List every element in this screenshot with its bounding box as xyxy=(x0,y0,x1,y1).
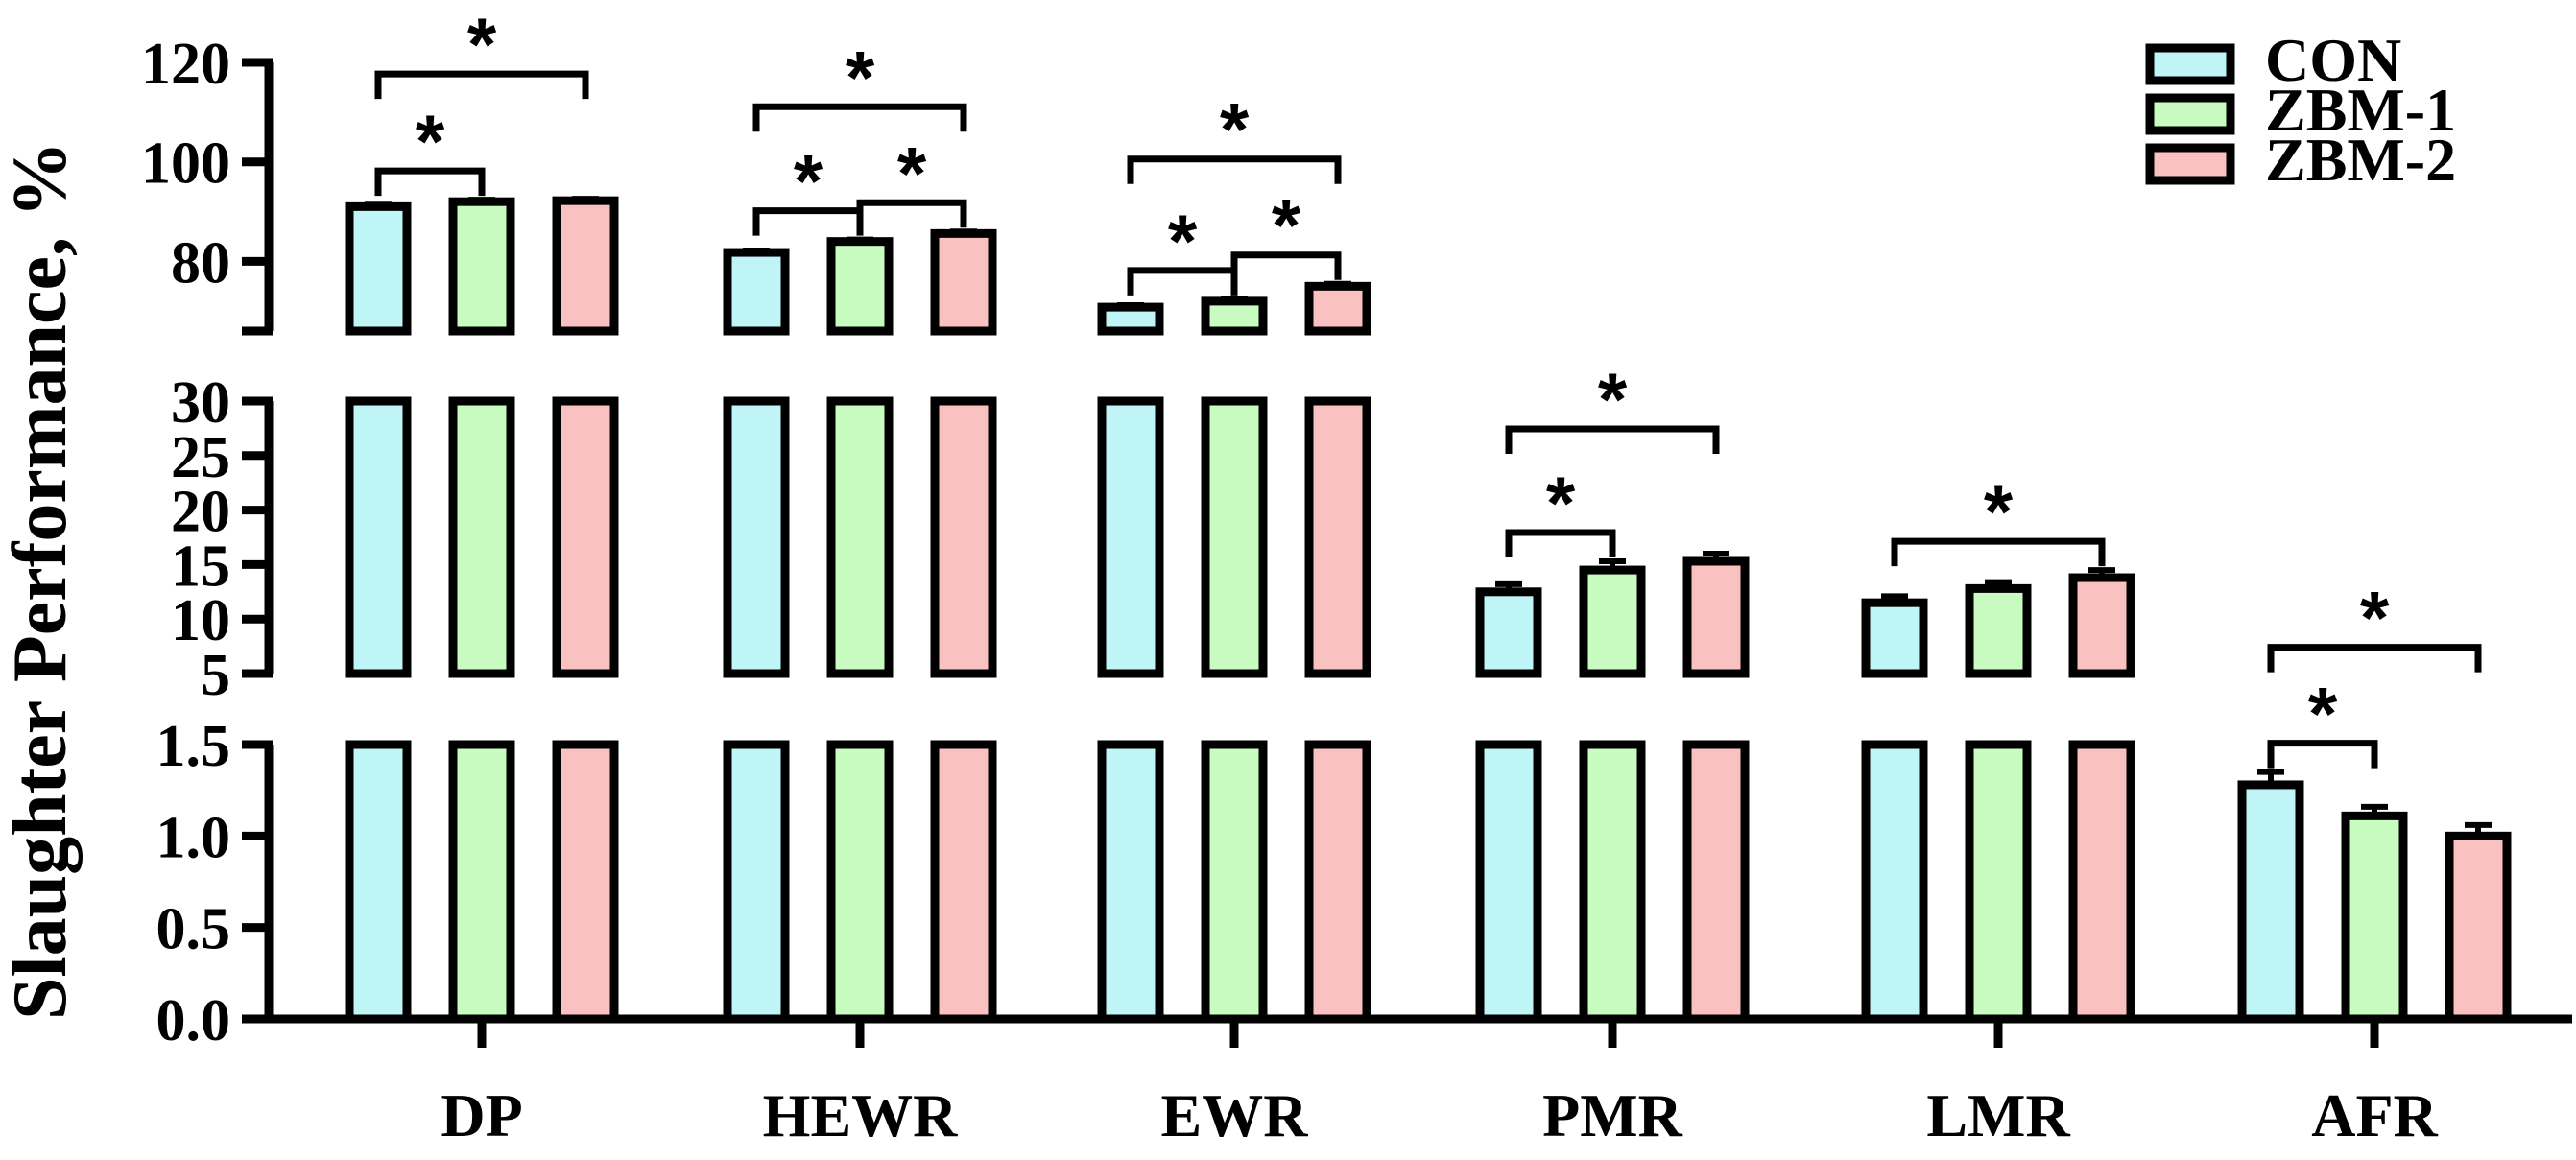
legend-swatch-zbm-1 xyxy=(2145,93,2235,135)
y-tick-label: 120 xyxy=(141,32,230,97)
bars xyxy=(345,196,2512,1024)
significance-bracket xyxy=(2267,740,2378,769)
y-tick-label: 20 xyxy=(171,480,230,545)
bar-zbm-1-hewr xyxy=(826,396,894,678)
significance-star: * xyxy=(467,2,497,86)
bar-con-lmr xyxy=(1861,740,1928,1024)
y-tick-label: 1.0 xyxy=(156,805,231,870)
bar-zbm-1-hewr xyxy=(826,237,894,336)
significance-star: * xyxy=(1598,357,1628,441)
bar-zbm-1-pmr xyxy=(1579,740,1646,1024)
significance-brackets: * * * * * * * * * * * * * xyxy=(374,2,2482,769)
bar-zbm-1-lmr xyxy=(1965,583,2032,678)
bar-con-pmr xyxy=(1475,587,1542,678)
bar-zbm-2-lmr xyxy=(2068,573,2135,678)
bar-zbm-2-lmr xyxy=(2068,740,2135,1024)
bar-zbm-2-dp xyxy=(552,396,619,678)
bar-con-hewr xyxy=(723,248,790,336)
bar-con-ewr xyxy=(1097,740,1164,1024)
x-category-label: PMR xyxy=(1542,1081,1683,1149)
bar-zbm-2-pmr xyxy=(1682,740,1750,1024)
significance-bracket xyxy=(2267,644,2482,673)
significance-bracket xyxy=(1230,251,1342,280)
bar-con-hewr xyxy=(723,740,790,1024)
bar-zbm-2-hewr xyxy=(930,228,997,336)
y-tick-label: 0.5 xyxy=(156,897,231,962)
legend-label-con: CON xyxy=(2265,26,2401,94)
bar-con-dp xyxy=(345,201,412,336)
bar-con-dp xyxy=(345,740,412,1024)
significance-bracket xyxy=(374,70,589,100)
y-tick-label: 15 xyxy=(171,533,230,599)
y-tick-label: 80 xyxy=(171,230,230,296)
x-category-label: HEWR xyxy=(763,1081,958,1149)
significance-bracket xyxy=(1505,529,1616,557)
legend-label-zbm-2: ZBM-2 xyxy=(2265,126,2456,194)
bar-con-ewr xyxy=(1097,302,1164,336)
significance-star: * xyxy=(1984,469,2014,554)
bar-zbm-1-ewr xyxy=(1201,740,1268,1024)
bar-zbm-1-dp xyxy=(448,197,515,336)
bar-zbm-1-ewr xyxy=(1201,396,1268,678)
significance-bracket xyxy=(752,103,967,132)
bar-zbm-1-afr xyxy=(2341,811,2408,1024)
bar-zbm-2-ewr xyxy=(1304,281,1371,336)
significance-bracket xyxy=(1127,155,1342,184)
significance-star: * xyxy=(846,35,875,119)
significance-bracket xyxy=(1891,537,2106,567)
significance-star: * xyxy=(1272,183,1301,268)
bar-zbm-2-afr xyxy=(2445,831,2512,1024)
y-tick-label: 1.5 xyxy=(156,714,231,779)
x-category-label: EWR xyxy=(1161,1081,1309,1149)
significance-star: * xyxy=(794,139,823,224)
bar-con-hewr xyxy=(723,396,790,678)
bar-zbm-1-hewr xyxy=(826,740,894,1024)
bar-zbm-2-pmr xyxy=(1682,556,1750,678)
significance-star: * xyxy=(2360,576,2390,660)
significance-star: * xyxy=(1168,199,1198,283)
significance-bracket xyxy=(374,167,486,197)
significance-bracket xyxy=(1505,425,1720,455)
y-tick-label: 10 xyxy=(171,588,230,653)
legend-swatch-zbm-2 xyxy=(2145,143,2235,185)
significance-star: * xyxy=(2308,672,2338,756)
y-tick-label: 100 xyxy=(141,131,230,197)
bar-zbm-1-lmr xyxy=(1965,740,2032,1024)
legend-label-zbm-1: ZBM-1 xyxy=(2265,76,2456,144)
bar-zbm-2-hewr xyxy=(930,396,997,678)
bar-con-afr xyxy=(2237,780,2304,1024)
legend-swatch-con xyxy=(2145,43,2235,85)
bar-zbm-1-ewr xyxy=(1201,296,1268,336)
significance-star: * xyxy=(416,99,445,183)
bar-con-pmr xyxy=(1475,740,1542,1024)
bar-zbm-2-dp xyxy=(552,740,619,1024)
y-tick-label: 30 xyxy=(171,370,230,436)
significance-star: * xyxy=(1546,461,1576,545)
bar-zbm-2-ewr xyxy=(1304,396,1371,678)
x-category-label: DP xyxy=(441,1081,522,1149)
bar-con-dp xyxy=(345,396,412,678)
significance-bracket xyxy=(856,199,967,228)
bar-zbm-2-hewr xyxy=(930,740,997,1024)
bar-zbm-2-dp xyxy=(552,196,619,336)
bar-zbm-1-dp xyxy=(448,396,515,678)
bar-con-ewr xyxy=(1097,396,1164,678)
bar-zbm-1-pmr xyxy=(1579,565,1646,678)
significance-bracket xyxy=(1127,267,1238,296)
x-category-label: LMR xyxy=(1926,1081,2070,1149)
y-tick-label: 0.0 xyxy=(156,988,231,1053)
x-category-label: AFR xyxy=(2311,1081,2438,1149)
bar-con-lmr xyxy=(1861,598,1928,678)
bar-zbm-2-ewr xyxy=(1304,740,1371,1024)
y-axis-label: Slaughter Performance, % xyxy=(0,141,83,1020)
significance-star: * xyxy=(897,130,927,215)
y-tick-label: 5 xyxy=(201,643,230,708)
y-tick-label: 25 xyxy=(171,425,230,490)
significance-star: * xyxy=(1220,87,1250,172)
bar-zbm-1-dp xyxy=(448,740,515,1024)
